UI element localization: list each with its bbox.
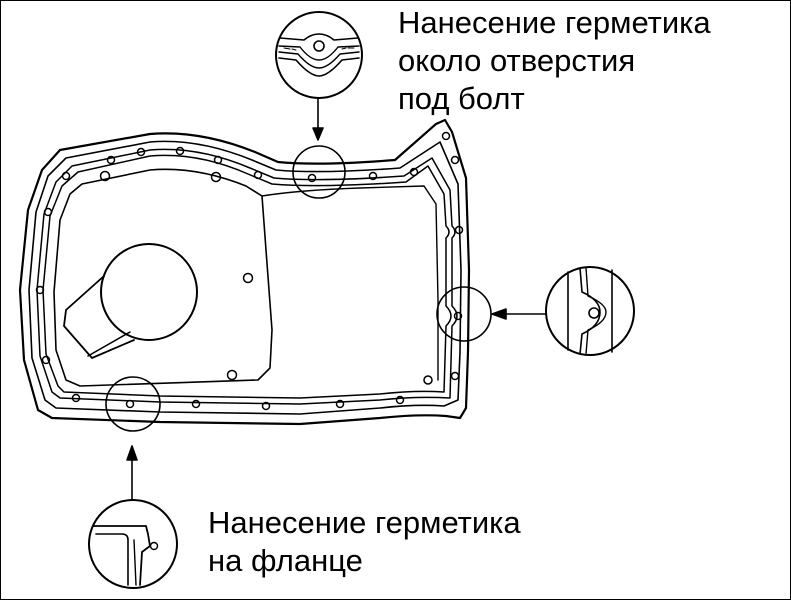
bolt-hole: [191, 399, 201, 409]
bolt-hole: [450, 371, 460, 381]
caption-line: под болт: [398, 81, 525, 116]
detail-circle-side: [436, 286, 492, 342]
bolt-hole: [35, 285, 45, 295]
bolt-hole: [71, 393, 81, 403]
bolt-hole: [335, 399, 345, 409]
bolt-hole: [43, 207, 53, 217]
bolt-hole: [453, 311, 463, 321]
arrow-to-flange: [126, 445, 138, 501]
bolt-hole: [99, 170, 111, 182]
oil-pickup-centerline: [87, 331, 131, 357]
bolt-hole: [213, 155, 223, 165]
caption-line: Нанесение герметика: [398, 5, 711, 40]
bolt-hole: [106, 155, 116, 165]
caption-line: около отверстия: [398, 43, 636, 78]
bolt-hole: [395, 395, 405, 405]
detail-circle-flange: [105, 376, 161, 432]
magnified-side-detail: [545, 266, 635, 356]
caption-line: на фланце: [208, 543, 363, 578]
bolt-hole: [253, 170, 263, 180]
bolt-hole: [454, 225, 464, 235]
bolt-hole: [41, 355, 51, 365]
bolt-hole: [441, 131, 451, 141]
magnified-flange-detail: [88, 499, 178, 589]
arrow-to-side: [491, 308, 546, 320]
bolt-hole: [409, 167, 419, 177]
bolt-hole: [226, 369, 238, 381]
flange-inner-edge: [28, 140, 462, 415]
flange-outer-edge: [18, 118, 471, 426]
bolt-hole: [61, 171, 71, 181]
bolt-hole: [368, 171, 378, 181]
magnified-bolt-hole-detail: [275, 11, 363, 99]
arrow-to-bolt-hole: [312, 97, 324, 141]
detail-circle-bolt-hole: [292, 145, 346, 199]
caption-line: Нанесение герметика: [208, 505, 521, 540]
oil-pan: [18, 118, 471, 426]
sealant-bead-outer: [36, 148, 458, 405]
bolt-hole: [210, 171, 222, 183]
bolt-hole-sealant-caption: Нанесение герметика около отверстия под …: [398, 4, 711, 118]
bolt-hole: [423, 375, 433, 385]
bolt-hole: [175, 146, 185, 156]
bolt-hole: [136, 147, 146, 157]
flange-sealant-caption: Нанесение герметика на фланце: [208, 504, 521, 580]
bolt-hole: [242, 272, 254, 284]
bolt-hole: [450, 155, 460, 165]
pan-floor-outline: [53, 168, 273, 387]
bolt-holes: [35, 131, 464, 411]
bolt-hole: [261, 401, 271, 411]
bolt-hole: [307, 173, 317, 183]
sealant-bead-inner: [42, 154, 452, 399]
oil-pickup-outline: [63, 275, 135, 359]
pan-deep-section-line: [261, 185, 439, 381]
sump-circle: [100, 243, 198, 341]
bolt-hole: [125, 399, 135, 409]
